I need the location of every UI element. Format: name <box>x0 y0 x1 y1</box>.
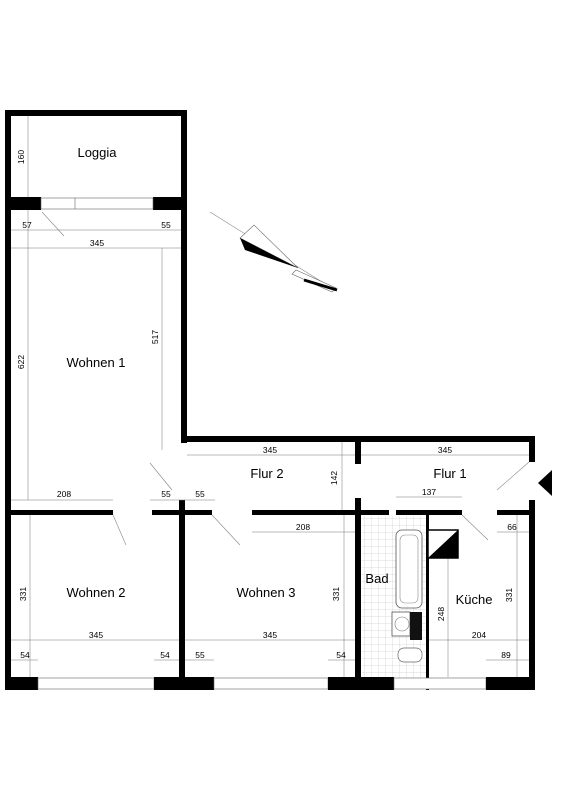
room-label-wohnen-3: Wohnen 3 <box>236 585 295 600</box>
wall <box>486 677 535 690</box>
dimension-label: 55 <box>195 650 205 660</box>
window <box>393 677 487 690</box>
wall <box>328 677 394 690</box>
dimension-label: 66 <box>507 522 517 532</box>
dimension-label: 55 <box>195 489 205 499</box>
wall <box>497 510 535 515</box>
dimension-label: 208 <box>296 522 310 532</box>
dimension-label: 331 <box>331 587 341 601</box>
window <box>213 677 329 690</box>
wall <box>355 436 361 464</box>
room-label-flur-1: Flur 1 <box>433 466 466 481</box>
dimension-label: 57 <box>22 220 32 230</box>
dimension-label: 54 <box>160 650 170 660</box>
wall <box>529 500 535 690</box>
dimension-label: 517 <box>150 330 160 344</box>
dimension-label: 89 <box>501 650 511 660</box>
dimension-label: 345 <box>89 630 103 640</box>
dimension-label: 137 <box>422 487 436 497</box>
wall <box>5 677 38 690</box>
walls <box>5 110 535 690</box>
wall <box>153 197 187 210</box>
dimension-lines <box>11 116 529 677</box>
room-label-bad: Bad <box>365 571 388 586</box>
dimension-label: 331 <box>504 588 514 602</box>
wall <box>5 510 113 515</box>
room-label-kueche: Küche <box>456 592 493 607</box>
dimension-label: 160 <box>16 150 26 164</box>
dimension-label: 55 <box>161 489 171 499</box>
washbasin <box>391 611 411 637</box>
wall <box>361 510 389 515</box>
dimension-label: 208 <box>57 489 71 499</box>
dimension-label: 54 <box>20 650 30 660</box>
wall <box>529 436 535 462</box>
door-swings <box>41 211 530 546</box>
room-label-loggia: Loggia <box>77 145 117 160</box>
window <box>40 197 154 210</box>
wall <box>426 515 429 690</box>
room-label-wohnen-1: Wohnen 1 <box>66 355 125 370</box>
dimension-label: 345 <box>263 630 277 640</box>
room-labels: Loggia Wohnen 1 Flur 2 Flur 1 Wohnen 2 W… <box>66 145 492 607</box>
window <box>37 677 155 690</box>
entrance-arrow-icon <box>538 470 552 496</box>
dimension-label: 142 <box>329 471 339 485</box>
wall <box>5 197 41 210</box>
dimension-label: 248 <box>436 607 446 621</box>
dimension-label: 54 <box>336 650 346 660</box>
washing-machine <box>397 647 423 663</box>
wall <box>252 510 361 515</box>
wall <box>181 110 187 205</box>
stove <box>427 529 459 559</box>
dimension-label: 331 <box>18 587 28 601</box>
dimension-label: 204 <box>472 630 486 640</box>
wall <box>181 205 187 443</box>
wall <box>179 500 185 690</box>
wall <box>5 110 11 690</box>
north-arrow-icon <box>209 211 338 293</box>
dimension-label: 345 <box>438 445 452 455</box>
wall <box>355 498 361 690</box>
dimension-label: 345 <box>90 238 104 248</box>
dimension-labels: 160 57 55 345 622 517 208 55 55 345 345 … <box>16 150 517 660</box>
dimension-label: 55 <box>161 220 171 230</box>
dimension-label: 622 <box>16 355 26 369</box>
wall <box>5 110 187 116</box>
wall <box>396 510 462 515</box>
dimension-label: 345 <box>263 445 277 455</box>
room-label-flur-2: Flur 2 <box>250 466 283 481</box>
toilet <box>410 612 422 640</box>
wall <box>154 677 214 690</box>
room-label-wohnen-2: Wohnen 2 <box>66 585 125 600</box>
bathtub <box>395 529 423 609</box>
